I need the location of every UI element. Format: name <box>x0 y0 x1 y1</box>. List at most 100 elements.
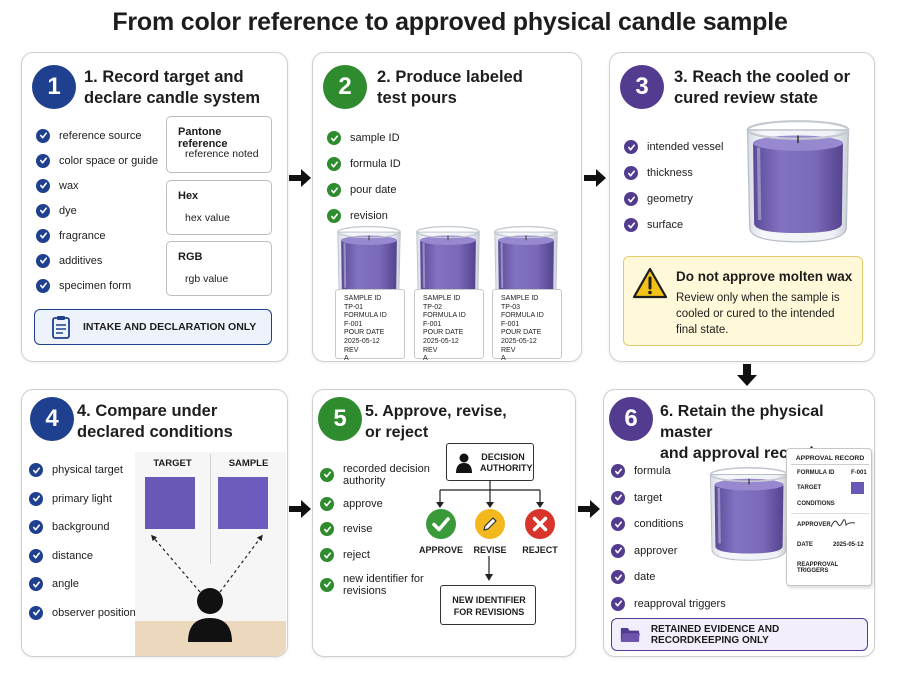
step-4-check-item: distance <box>29 542 136 571</box>
page-title: From color reference to approved physica… <box>112 8 788 36</box>
folder-icon <box>620 627 640 642</box>
step-2-check-item-label: sample ID <box>350 132 400 144</box>
step-5-check-item-label: reject <box>343 549 370 561</box>
step-5-check-item: reject <box>320 542 430 568</box>
step-5-badge: 5 <box>318 397 362 441</box>
step-5-check-item-label: recorded decision authority <box>343 462 430 487</box>
reject-x-icon <box>525 509 555 539</box>
comparison-scene: TARGET SAMPLE <box>135 452 286 656</box>
check-icon <box>29 548 43 563</box>
step-3-badge: 3 <box>620 65 664 109</box>
check-icon <box>611 543 625 558</box>
decision-tree-lines <box>436 480 544 508</box>
step-4-check-item-label: distance <box>52 549 93 562</box>
check-icon <box>320 577 334 592</box>
approve-check-icon <box>426 509 456 539</box>
check-icon <box>36 178 50 193</box>
check-icon <box>36 253 50 268</box>
step-6-check-item-label: reapproval triggers <box>634 597 726 610</box>
check-icon <box>327 157 341 171</box>
step-1-check-item-label: wax <box>59 179 79 192</box>
master-candle-jar <box>709 466 789 562</box>
retained-evidence-label: RETAINED EVIDENCE AND RECORDKEEPING ONLY <box>650 623 780 646</box>
check-icon <box>327 209 341 223</box>
approve-option: APPROVE <box>419 508 463 555</box>
arrow-right-icon <box>289 500 311 518</box>
sample-swatch <box>218 477 268 529</box>
step-4-check-item: physical target <box>29 456 136 485</box>
step-5-check-item: revise <box>320 516 430 542</box>
cured-candle-jar <box>745 119 851 244</box>
warning-title: Do not approve molten wax <box>676 269 853 284</box>
step-6-badge: 6 <box>609 397 653 441</box>
step-1-check-item: fragrance <box>36 223 158 248</box>
step-6-check-item: conditions <box>611 511 726 538</box>
step-4-check-item: primary light <box>29 485 136 514</box>
step-2-check-item-label: pour date <box>350 184 397 196</box>
step-3-check-item: geometry <box>624 186 723 212</box>
check-icon <box>611 464 625 479</box>
reject-option: REJECT <box>520 508 560 555</box>
check-icon <box>327 183 341 197</box>
step-3-check-item: intended vessel <box>624 134 723 160</box>
step-1-check-item-label: color space or guide <box>59 154 159 167</box>
revise-option: REVISE <box>470 508 510 555</box>
step-6-check-item-label: approver <box>634 544 678 557</box>
check-icon <box>624 166 638 180</box>
warning-icon <box>632 267 668 299</box>
check-icon <box>320 467 334 482</box>
step-6-check-item: date <box>611 564 726 591</box>
step-2-check-item: formula ID <box>327 151 401 177</box>
retained-evidence-banner: RETAINED EVIDENCE AND RECORDKEEPING ONLY <box>611 618 868 651</box>
step-6-check-item-label: date <box>634 571 656 584</box>
step-2-check-item-label: revision <box>350 210 388 222</box>
step-6-check-item: approver <box>611 538 726 565</box>
step-3-checklist: intended vessel thickness geometry surface <box>624 134 723 238</box>
check-icon <box>320 548 334 562</box>
check-icon <box>36 128 50 143</box>
check-icon <box>36 203 50 218</box>
step-1-check-item: specimen form <box>36 273 158 298</box>
step-3-check-item-label: surface <box>647 219 684 231</box>
step-2-check-item: pour date <box>327 177 401 203</box>
step-5-title: 5. Approve, revise,or reject <box>365 403 507 441</box>
sightlines <box>151 534 263 593</box>
step-1-check-item-label: reference source <box>59 129 142 142</box>
target-label: TARGET <box>153 458 192 469</box>
step-2-checklist: sample ID formula ID pour date revision <box>327 125 401 229</box>
check-icon <box>29 491 43 506</box>
step-2-check-item: revision <box>327 203 401 229</box>
step-1-badge: 1 <box>32 65 76 109</box>
step-4-check-item-label: angle <box>52 578 79 591</box>
step-1-check-item: reference source <box>36 123 158 148</box>
step-4-check-item-label: observer position <box>52 606 136 619</box>
step-3-check-item-label: intended vessel <box>647 141 724 153</box>
check-icon <box>29 463 43 478</box>
check-icon <box>29 577 43 592</box>
step-4-check-item: observer position <box>29 599 136 628</box>
step-3-check-item: thickness <box>624 160 723 186</box>
step-2-check-item: sample ID <box>327 125 401 151</box>
step-1-check-item-label: additives <box>59 254 103 267</box>
arrow-right-icon <box>289 169 311 187</box>
step-5-check-item: approve <box>320 491 430 516</box>
step-3-check-item-label: geometry <box>647 193 693 205</box>
step-4-check-item: angle <box>29 570 136 599</box>
check-icon <box>36 228 50 243</box>
step-6-check-item-label: conditions <box>634 518 684 531</box>
step-2-badge: 2 <box>323 65 367 109</box>
check-icon <box>611 570 625 585</box>
step-5-panel: 5 5. Approve, revise,or reject recorded … <box>312 389 576 657</box>
